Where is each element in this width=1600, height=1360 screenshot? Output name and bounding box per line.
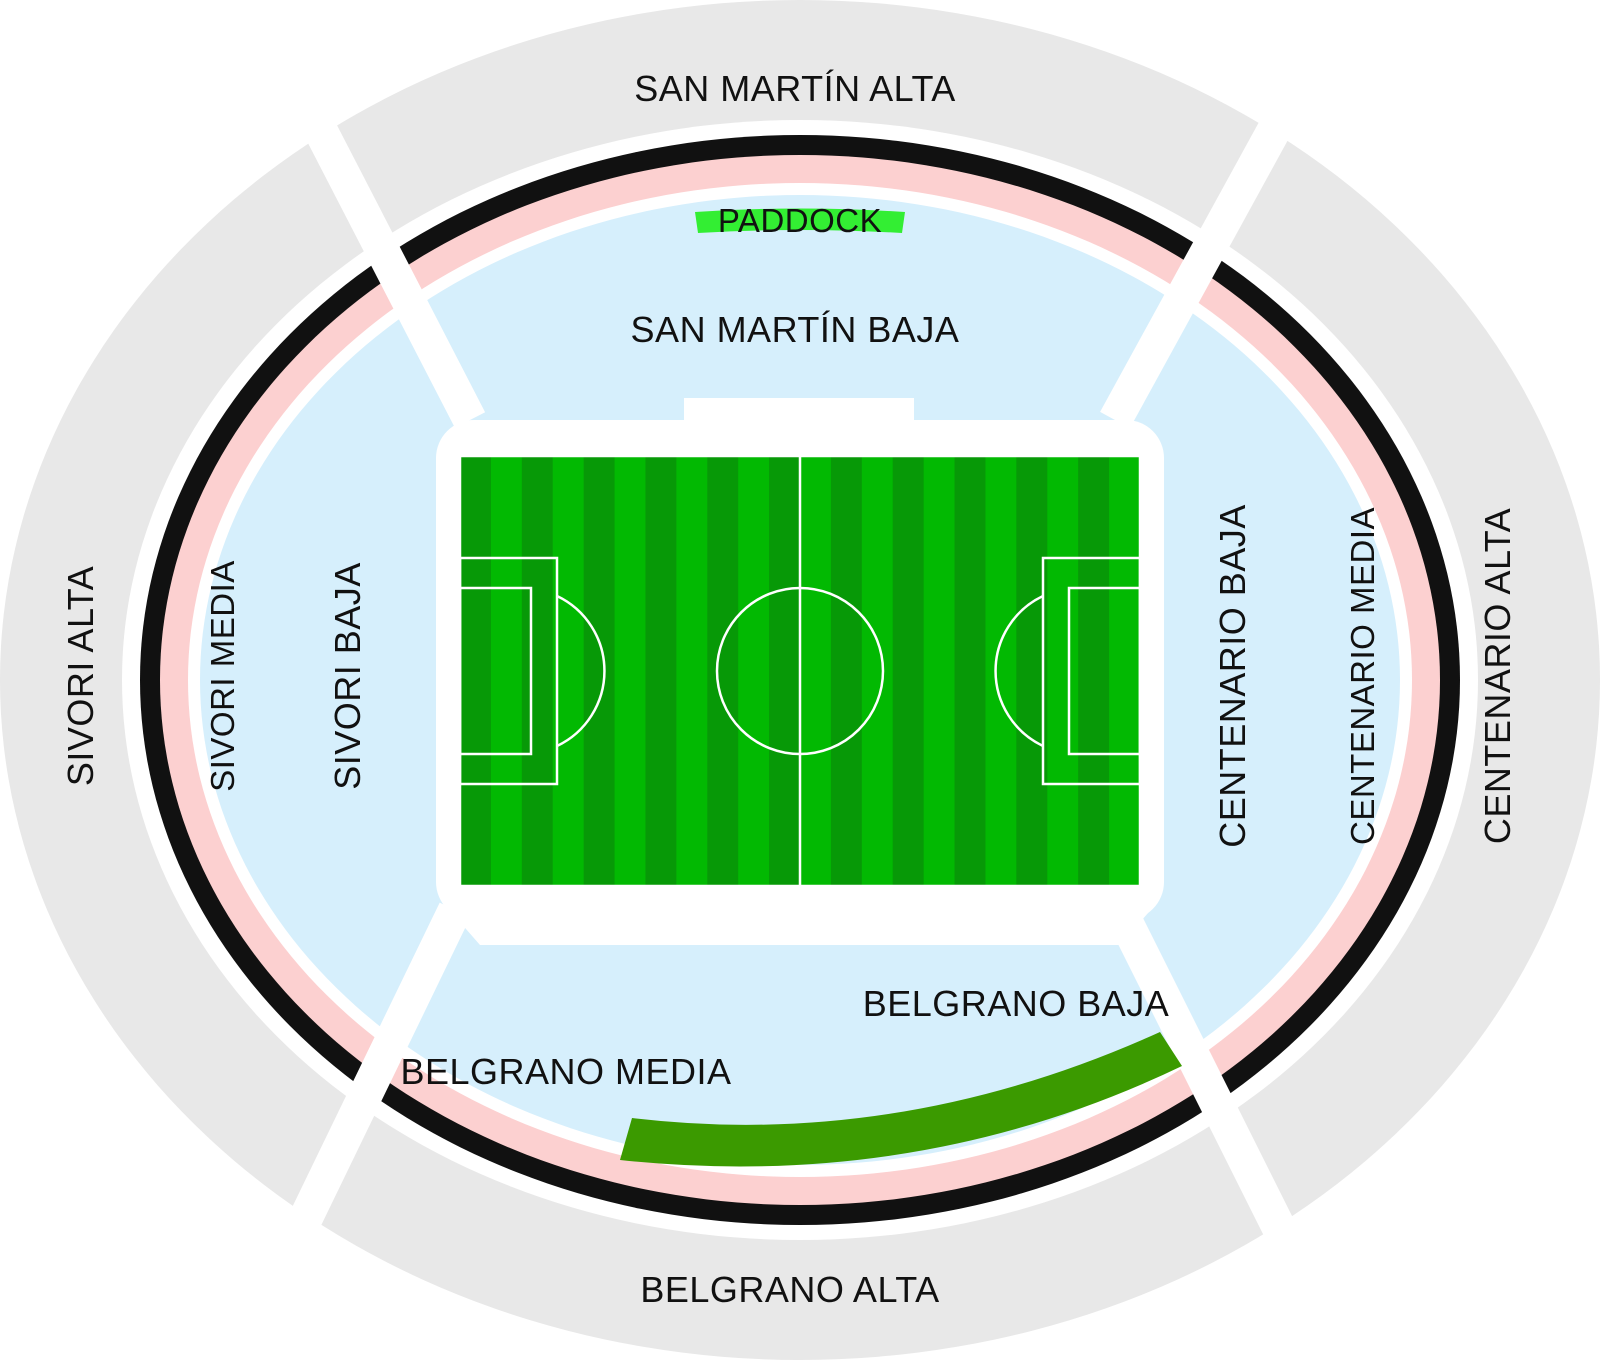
pitch-stripe bbox=[1047, 456, 1079, 886]
label-sivori-baja[interactable]: SIVORI BAJA bbox=[327, 562, 368, 790]
right-goal-box bbox=[1067, 586, 1142, 756]
label-belgrano-alta[interactable]: BELGRANO ALTA bbox=[640, 1269, 939, 1310]
belgrano-premium-section[interactable] bbox=[620, 1032, 1182, 1167]
divider-bottom-left bbox=[284, 902, 471, 1238]
pitch bbox=[458, 454, 1142, 888]
pitch-stripe bbox=[923, 456, 956, 886]
paddock-section[interactable] bbox=[695, 208, 905, 234]
pitch-stripes bbox=[460, 456, 1141, 886]
pitch-stripe bbox=[521, 456, 554, 886]
center-circle bbox=[715, 586, 885, 756]
pitch-stripe bbox=[800, 456, 832, 886]
pitch-stripe bbox=[892, 456, 925, 886]
right-penalty-arc bbox=[994, 594, 1044, 748]
divider-bottom-right bbox=[1104, 902, 1296, 1238]
pitch-stripe bbox=[490, 456, 523, 886]
pitch-stripe bbox=[583, 456, 616, 886]
pitch-stripe bbox=[985, 456, 1017, 886]
label-san-martin-baja[interactable]: SAN MARTÍN BAJA bbox=[631, 309, 960, 350]
label-belgrano-media[interactable]: BELGRANO MEDIA bbox=[400, 1051, 731, 1092]
pitch-stripe bbox=[861, 456, 894, 886]
pitch-stripe bbox=[614, 456, 646, 886]
pitch-stripe bbox=[954, 456, 986, 886]
pitch-stripe bbox=[645, 456, 677, 886]
bottom-apron bbox=[445, 905, 1155, 945]
label-centenario-alta[interactable]: CENTENARIO ALTA bbox=[1477, 508, 1518, 844]
tunnel-block bbox=[684, 398, 914, 428]
pitch-stripe bbox=[1078, 456, 1110, 886]
left-penalty-arc bbox=[556, 594, 606, 748]
left-goal-box bbox=[458, 586, 533, 756]
pitch-stripe bbox=[1109, 456, 1141, 886]
section-dividers bbox=[284, 101, 1300, 1238]
pitch-stripe bbox=[707, 456, 739, 886]
pitch-stripe bbox=[830, 456, 863, 886]
divider-top-left bbox=[294, 102, 486, 428]
section-labels: SAN MARTÍN ALTA BELGRANO ALTA PADDOCK SA… bbox=[60, 68, 1518, 1310]
pitch-stripe bbox=[676, 456, 708, 886]
pitch-stripe bbox=[738, 456, 770, 886]
divider-top-right bbox=[1100, 101, 1300, 429]
label-belgrano-baja[interactable]: BELGRANO BAJA bbox=[863, 983, 1170, 1024]
label-centenario-baja[interactable]: CENTENARIO BAJA bbox=[1212, 504, 1253, 848]
label-centenario-media[interactable]: CENTENARIO MEDIA bbox=[1344, 507, 1381, 845]
pitch-stripe bbox=[769, 456, 801, 886]
label-sivori-alta[interactable]: SIVORI ALTA bbox=[60, 566, 101, 786]
label-sivori-media[interactable]: SIVORI MEDIA bbox=[204, 560, 241, 792]
pitch-stripe bbox=[460, 456, 492, 886]
label-paddock[interactable]: PADDOCK bbox=[718, 202, 882, 239]
label-san-martin-alta[interactable]: SAN MARTÍN ALTA bbox=[634, 68, 956, 109]
